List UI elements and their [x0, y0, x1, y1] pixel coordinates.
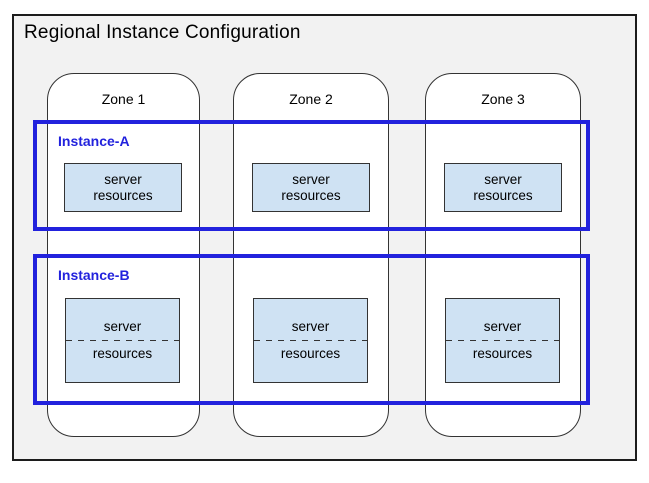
zone-1-label: Zone 1: [101, 91, 146, 107]
resource-line: server: [104, 171, 142, 187]
resource-line: resources: [473, 187, 533, 203]
instance-a-boundary: Instance-A: [33, 120, 590, 231]
zone-3-label: Zone 3: [481, 91, 525, 107]
dashed-divider: [254, 340, 367, 341]
diagram-title: Regional Instance Configuration: [24, 22, 301, 43]
server-resources-box-b-zone3: server resources: [445, 298, 560, 383]
instance-b-boundary: Instance-B: [33, 254, 590, 405]
instance-b-label: Instance-B: [58, 267, 130, 283]
resource-line: resources: [472, 346, 533, 361]
resource-line: resources: [280, 346, 341, 361]
dashed-divider: [446, 340, 559, 341]
resource-line: resources: [93, 187, 153, 203]
zone-2-label: Zone 2: [289, 91, 333, 107]
server-resources-box-a-zone2: server resources: [252, 163, 370, 212]
server-resources-box-b-zone2: server resources: [253, 298, 368, 383]
resource-line: resources: [281, 187, 341, 203]
server-resources-box-a-zone3: server resources: [444, 163, 562, 212]
resource-line: server: [292, 171, 330, 187]
server-resources-box-b-zone1: server resources: [65, 298, 180, 383]
server-resources-box-a-zone1: server resources: [64, 163, 182, 212]
dashed-divider: [66, 340, 179, 341]
resource-line: server: [483, 319, 522, 334]
resource-line: server: [103, 319, 142, 334]
resource-line: server: [291, 319, 330, 334]
resource-line: resources: [92, 346, 153, 361]
resource-line: server: [484, 171, 522, 187]
instance-a-label: Instance-A: [58, 133, 130, 149]
